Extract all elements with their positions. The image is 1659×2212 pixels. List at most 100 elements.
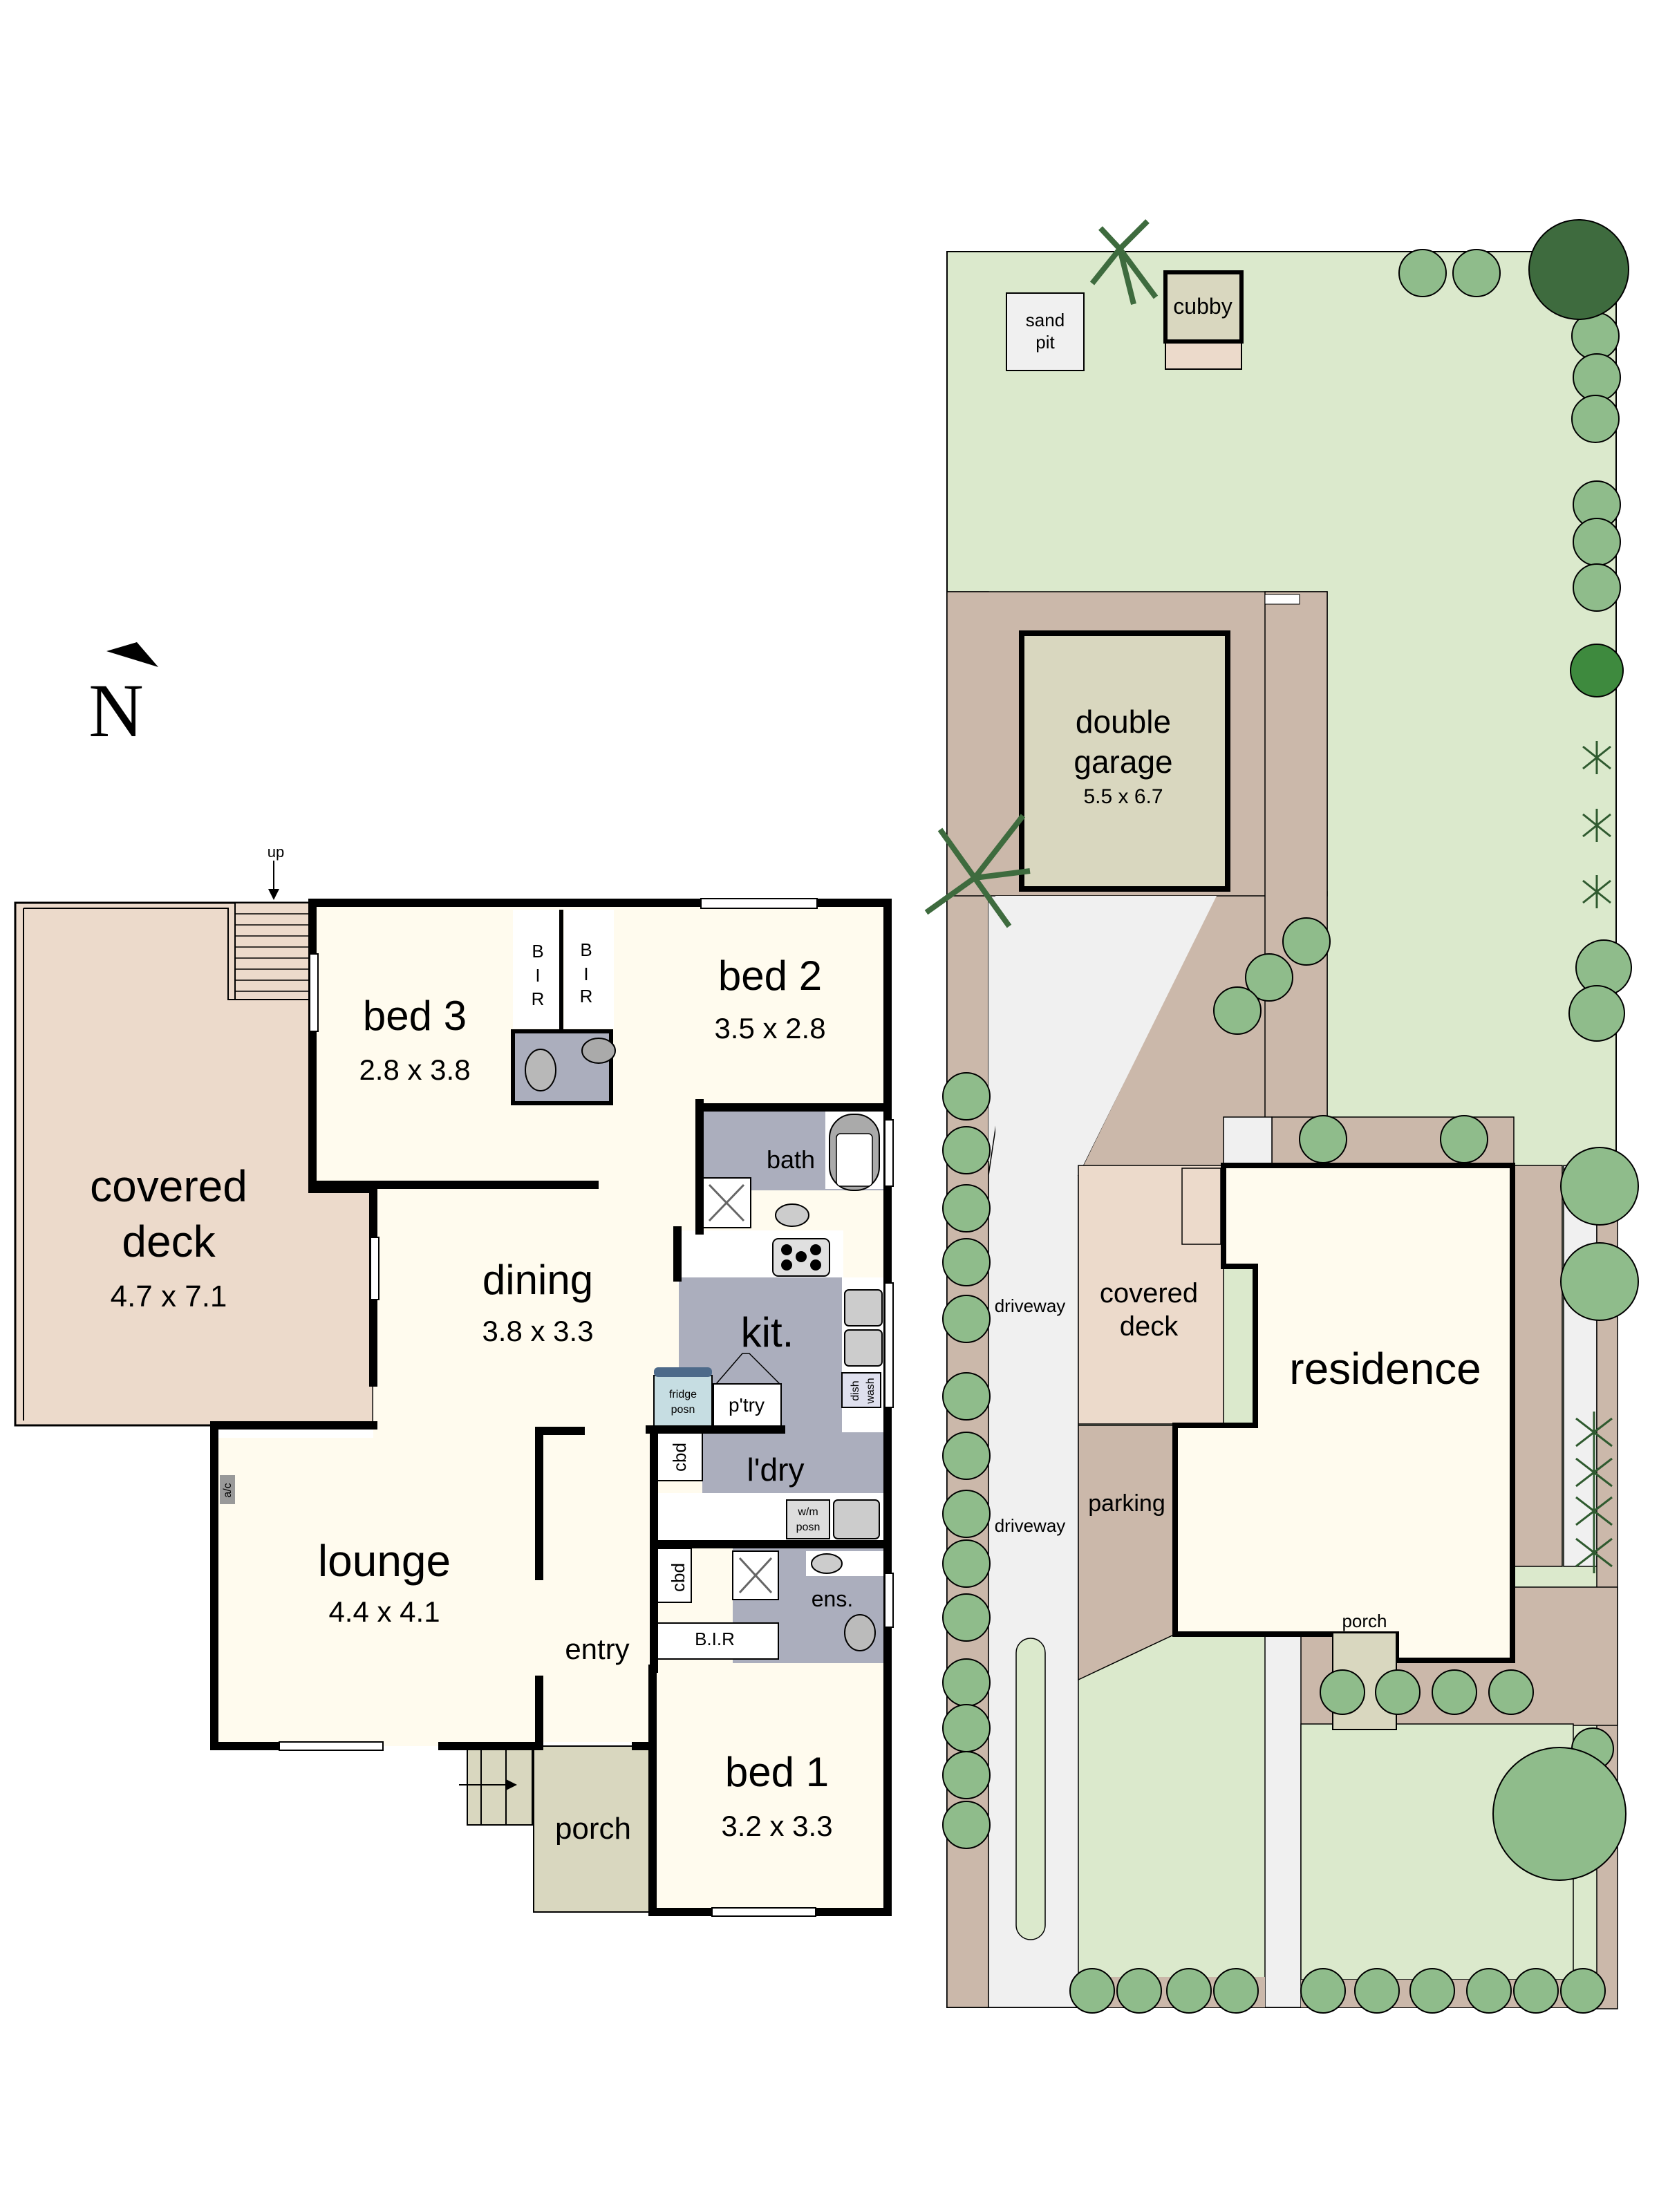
wm-label: w/m — [797, 1506, 818, 1518]
deciduous-tree-icon — [1089, 219, 1159, 305]
entry-label: entry — [565, 1633, 629, 1665]
tree-icon — [1409, 1968, 1455, 2014]
deciduous-tree-icon — [924, 814, 1031, 928]
room-lounge: a/c lounge 4.4 x 4.1 — [220, 1475, 451, 1628]
bed1-bir-label: B.I.R — [695, 1629, 735, 1649]
tree-icon — [1300, 1968, 1346, 2014]
tree-icon — [942, 1490, 991, 1538]
palm-icon — [1582, 741, 1611, 774]
tree-icon — [942, 1801, 991, 1849]
bed-1-label: bed 1 — [725, 1749, 829, 1795]
tree-icon — [1116, 1968, 1162, 2014]
laundry-cupboard-label: cbd — [669, 1443, 690, 1472]
tree-icon — [1213, 1968, 1259, 2014]
tree-icon — [1166, 1968, 1212, 2014]
tree-icon — [1571, 395, 1620, 443]
fridge-label-2: posn — [671, 1404, 695, 1416]
residence-label: residence — [1289, 1344, 1481, 1394]
large-tree-icon — [1528, 219, 1629, 320]
porch-label: porch — [555, 1812, 631, 1846]
bath-label: bath — [767, 1145, 815, 1174]
sand-pit-label: sand — [1026, 310, 1065, 330]
tree-icon — [1245, 953, 1293, 1002]
large-trees — [1492, 219, 1629, 1881]
deck-stairs: up — [234, 843, 313, 1000]
ensuite-cupboard-label: cbd — [668, 1563, 688, 1592]
windows — [279, 898, 894, 1917]
pantry-label: p'try — [729, 1394, 765, 1416]
tree-icon — [942, 1126, 991, 1174]
room-laundry: cbd w/m posn l'dry — [656, 1432, 888, 1540]
garage-label-2: garage — [1074, 744, 1172, 780]
tree-icon — [1573, 353, 1621, 402]
tree-icon — [1466, 1968, 1512, 2014]
site-plan: double garage 5.5 x 6.7 sand pit cubby — [924, 219, 1639, 2014]
aircon-label: a/c — [222, 1483, 234, 1497]
tree-icon — [1440, 1115, 1488, 1163]
ensuite-basin-icon — [811, 1553, 843, 1574]
dining-label: dining — [482, 1257, 593, 1303]
site-covered-deck: covered deck — [1078, 1165, 1224, 1425]
tree-icon — [1452, 249, 1501, 297]
covered-deck-label-2: deck — [122, 1217, 216, 1266]
compass: N — [88, 642, 158, 753]
tree-icon — [1560, 1968, 1606, 2014]
basin-icon — [581, 1038, 616, 1064]
front-porch: porch — [459, 1745, 653, 1913]
bir-closets: B I R B I R — [511, 910, 616, 1105]
tree-icon — [942, 1372, 991, 1421]
ensuite-toilet-icon — [844, 1614, 876, 1651]
lounge-label: lounge — [318, 1536, 451, 1586]
tree-icon — [1513, 1968, 1559, 2014]
driveway-label-upper: driveway — [995, 1295, 1066, 1316]
washing-machine-position — [786, 1499, 830, 1539]
palm-icon — [1582, 875, 1611, 908]
kitchen-label: kit. — [741, 1309, 794, 1356]
dishwasher — [841, 1372, 881, 1408]
room-kitchen: dish wash fridge posn p'try kit. — [653, 1230, 888, 1438]
dining-dims: 3.8 x 3.3 — [482, 1315, 593, 1347]
room-bed-2: bed 2 3.5 x 2.8 — [714, 953, 825, 1044]
tree-icon — [1354, 1968, 1400, 2014]
large-tree-icon — [1492, 1747, 1627, 1881]
room-ensuite: cbd ens. B.I.R — [655, 1548, 888, 1663]
bir-left-label: B — [532, 941, 543, 962]
palm-plants — [1575, 741, 1613, 1573]
tree-icon — [942, 1658, 991, 1707]
tree-icon — [1299, 1115, 1347, 1163]
cubby-house: cubby — [1163, 270, 1244, 370]
driveway-label-lower: driveway — [995, 1515, 1066, 1536]
bed-3-label: bed 3 — [363, 993, 467, 1039]
covered-deck-label: covered — [90, 1161, 247, 1211]
toilet-icon — [525, 1049, 556, 1091]
tree-icon — [1568, 985, 1625, 1042]
sand-pit: sand pit — [1006, 292, 1085, 371]
tree-icon — [942, 1238, 991, 1286]
bir-right-label-3: R — [580, 986, 593, 1006]
bare-trees — [924, 219, 1159, 928]
bed-3-dims: 2.8 x 3.8 — [359, 1053, 470, 1086]
kitchen-sink-icon — [844, 1289, 883, 1327]
tree-icon — [1069, 1968, 1115, 2014]
tree-icon — [1573, 518, 1621, 566]
stairs-up-label: up — [268, 843, 284, 861]
parking-label: parking — [1088, 1490, 1165, 1517]
bed-2-label: bed 2 — [718, 953, 822, 999]
garage-label: double — [1076, 704, 1171, 740]
floor-plan: up covered deck 4.7 x 7.1 bed 3 2.8 x 3.… — [14, 843, 894, 1917]
double-garage: double garage 5.5 x 6.7 — [1019, 630, 1230, 892]
tree-icon — [1488, 1669, 1534, 1715]
tree-icon — [1213, 986, 1262, 1035]
lounge-dims: 4.4 x 4.1 — [328, 1595, 440, 1628]
aircon-unit — [220, 1475, 235, 1504]
dishwasher-label: dish — [850, 1380, 861, 1400]
tree-icon — [1282, 917, 1331, 966]
cubby-label: cubby — [1173, 294, 1232, 319]
bed-1-dims: 3.2 x 3.3 — [721, 1810, 832, 1842]
room-bed-1: bed 1 3.2 x 3.3 — [655, 1669, 888, 1909]
bir-left-label-2: I — [535, 965, 540, 986]
tree-icon — [942, 1539, 991, 1588]
vanity-basin-icon — [775, 1203, 809, 1227]
palm-icon — [1570, 644, 1624, 697]
